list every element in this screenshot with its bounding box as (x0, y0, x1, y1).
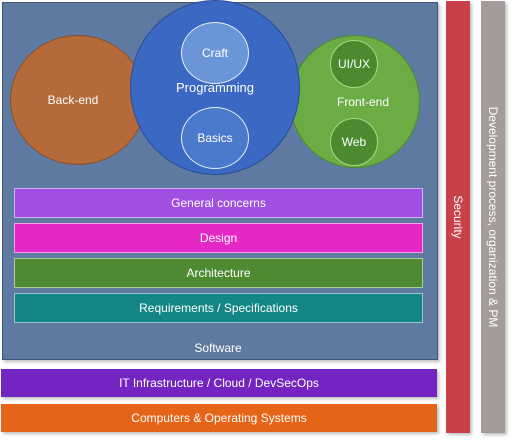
basics-circle: Basics (181, 107, 249, 169)
requirements-layer: Requirements / Specifications (14, 293, 423, 323)
web-label: Web (341, 135, 367, 149)
security-column: Security (446, 1, 470, 433)
design-layer: Design (14, 223, 423, 253)
backend-circle: Back-end (10, 35, 146, 165)
programming-label: Programming (175, 80, 255, 95)
frontend-label: Front-end (336, 94, 390, 109)
architecture-layer: Architecture (14, 258, 423, 288)
software-label: Software (194, 341, 242, 355)
architecture-label: Architecture (186, 266, 251, 280)
process-column: Development process, organization & PM (481, 1, 505, 433)
security-label: Security (451, 195, 465, 239)
basics-label: Basics (197, 131, 233, 145)
craft-label: Craft (201, 46, 228, 60)
process-label: Development process, organization & PM (486, 106, 500, 328)
uiux-label: UI/UX (337, 57, 370, 71)
web-circle: Web (330, 118, 378, 166)
backend-label: Back-end (47, 93, 99, 107)
requirements-label: Requirements / Specifications (139, 301, 298, 315)
design-label: Design (199, 231, 238, 245)
general-concerns-label: General concerns (171, 196, 266, 210)
computers-os-label: Computers & Operating Systems (131, 411, 307, 425)
craft-circle: Craft (181, 22, 249, 84)
uiux-circle: UI/UX (330, 40, 378, 88)
it-infrastructure-layer: IT Infrastructure / Cloud / DevSecOps (1, 369, 437, 397)
it-infrastructure-label: IT Infrastructure / Cloud / DevSecOps (119, 376, 319, 390)
general-concerns-layer: General concerns (14, 188, 423, 218)
computers-os-layer: Computers & Operating Systems (1, 404, 437, 432)
